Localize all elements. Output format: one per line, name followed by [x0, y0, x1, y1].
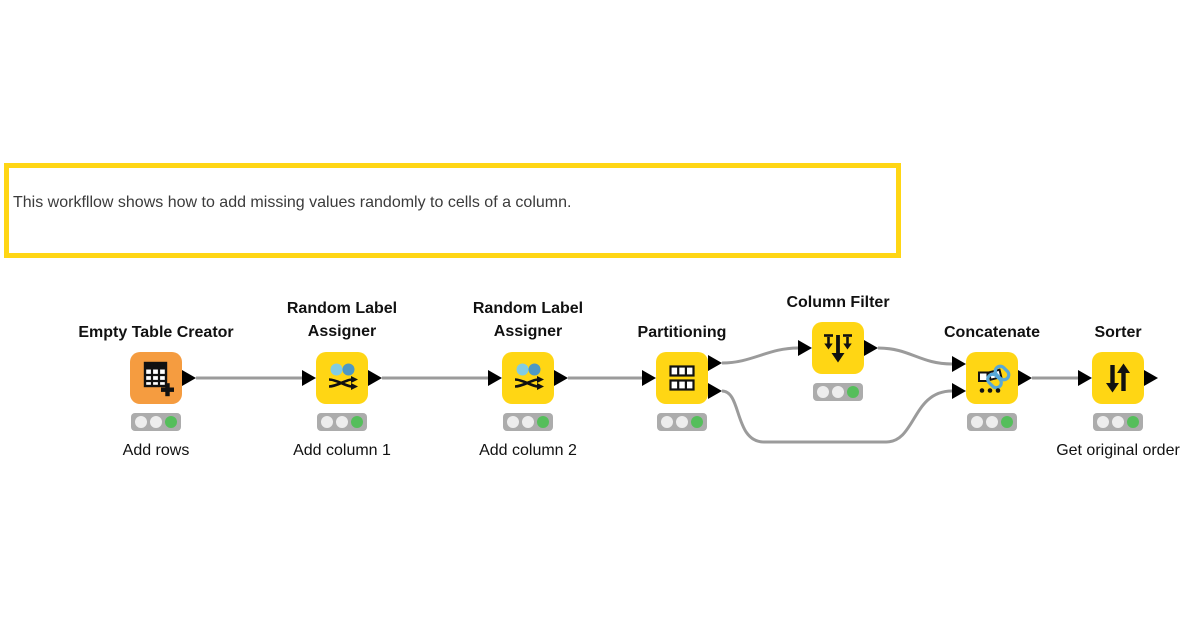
status-dot-executed	[847, 386, 859, 398]
connection-partitioning-to-columnfilter[interactable]	[721, 346, 799, 365]
connection-columnfilter-to-concatenate[interactable]	[877, 346, 953, 366]
node-random-label-assigner-1[interactable]: Random Label Assigner Add column 1	[287, 300, 397, 459]
partition-tables-icon[interactable]	[656, 352, 708, 404]
node-title: Sorter	[1094, 324, 1142, 341]
rla1-output-port[interactable]	[368, 370, 382, 386]
status-dot-idle	[321, 416, 333, 428]
etc-output-port[interactable]	[182, 370, 196, 386]
node-title: Empty Table Creator	[78, 324, 234, 341]
status-dot-idle	[817, 386, 829, 398]
status-dot-idle	[1112, 416, 1124, 428]
concatenate-output-port[interactable]	[1018, 370, 1032, 386]
columnfilter-output-port[interactable]	[864, 340, 878, 356]
node-title: Concatenate	[943, 324, 1041, 341]
node-column-filter[interactable]: Column Filter	[786, 294, 890, 401]
status-traffic-light	[317, 413, 367, 431]
columnfilter-input-port[interactable]	[798, 340, 812, 356]
concatenate-input-port-bottom[interactable]	[952, 383, 966, 399]
node-random-label-assigner-2[interactable]: Random Label Assigner Add column 2	[473, 300, 583, 459]
status-traffic-light	[503, 413, 553, 431]
rla1-input-port[interactable]	[302, 370, 316, 386]
concatenate-input-port-top[interactable]	[952, 356, 966, 372]
status-dot-executed	[1001, 416, 1013, 428]
node-sublabel: Add column 2	[479, 442, 577, 459]
node-sublabel: Add rows	[122, 442, 190, 459]
node-title: Partitioning	[637, 324, 727, 341]
table-plus-icon[interactable]	[130, 352, 182, 404]
sort-arrows-icon[interactable]	[1092, 352, 1144, 404]
rla2-input-port[interactable]	[488, 370, 502, 386]
status-dot-executed	[1127, 416, 1139, 428]
status-dot-executed	[537, 416, 549, 428]
shuffle-icon[interactable]	[502, 352, 554, 404]
node-concatenate[interactable]: Concatenate	[944, 324, 1040, 431]
status-dot-idle	[336, 416, 348, 428]
status-traffic-light	[657, 413, 707, 431]
status-dot-idle	[971, 416, 983, 428]
status-dot-executed	[351, 416, 363, 428]
node-title: Random Label Assigner	[472, 300, 584, 340]
status-dot-idle	[522, 416, 534, 428]
status-dot-idle	[676, 416, 688, 428]
rla2-output-port[interactable]	[554, 370, 568, 386]
sorter-output-port[interactable]	[1144, 370, 1158, 386]
status-dot-idle	[661, 416, 673, 428]
status-dot-idle	[507, 416, 519, 428]
sorter-input-port[interactable]	[1078, 370, 1092, 386]
column-filter-arrows-icon[interactable]	[812, 322, 864, 374]
node-sublabel: Get original order	[1056, 442, 1180, 459]
status-traffic-light	[1093, 413, 1143, 431]
status-traffic-light	[967, 413, 1017, 431]
status-dot-executed	[165, 416, 177, 428]
node-partitioning[interactable]: Partitioning	[638, 324, 726, 431]
status-dot-executed	[691, 416, 703, 428]
status-dot-idle	[832, 386, 844, 398]
node-title: Column Filter	[786, 294, 890, 311]
partitioning-input-port[interactable]	[642, 370, 656, 386]
node-sublabel: Add column 1	[293, 442, 391, 459]
status-dot-idle	[150, 416, 162, 428]
status-traffic-light	[131, 413, 181, 431]
connection-partitioning-to-concatenate-bypass[interactable]	[721, 389, 953, 444]
concatenate-link-icon[interactable]	[966, 352, 1018, 404]
annotation-text: This workfllow shows how to add missing …	[13, 194, 572, 211]
status-dot-idle	[1097, 416, 1109, 428]
status-dot-idle	[986, 416, 998, 428]
node-title: Random Label Assigner	[286, 300, 398, 340]
workflow-annotation[interactable]: This workfllow shows how to add missing …	[4, 163, 901, 258]
status-dot-idle	[135, 416, 147, 428]
partitioning-output-port-bottom[interactable]	[708, 383, 722, 399]
shuffle-icon[interactable]	[316, 352, 368, 404]
status-traffic-light	[813, 383, 863, 401]
node-sorter[interactable]: Sorter Get original order	[1056, 324, 1180, 459]
partitioning-output-port-top[interactable]	[708, 355, 722, 371]
node-empty-table-creator[interactable]: Empty Table Creator Add rows	[78, 324, 233, 459]
